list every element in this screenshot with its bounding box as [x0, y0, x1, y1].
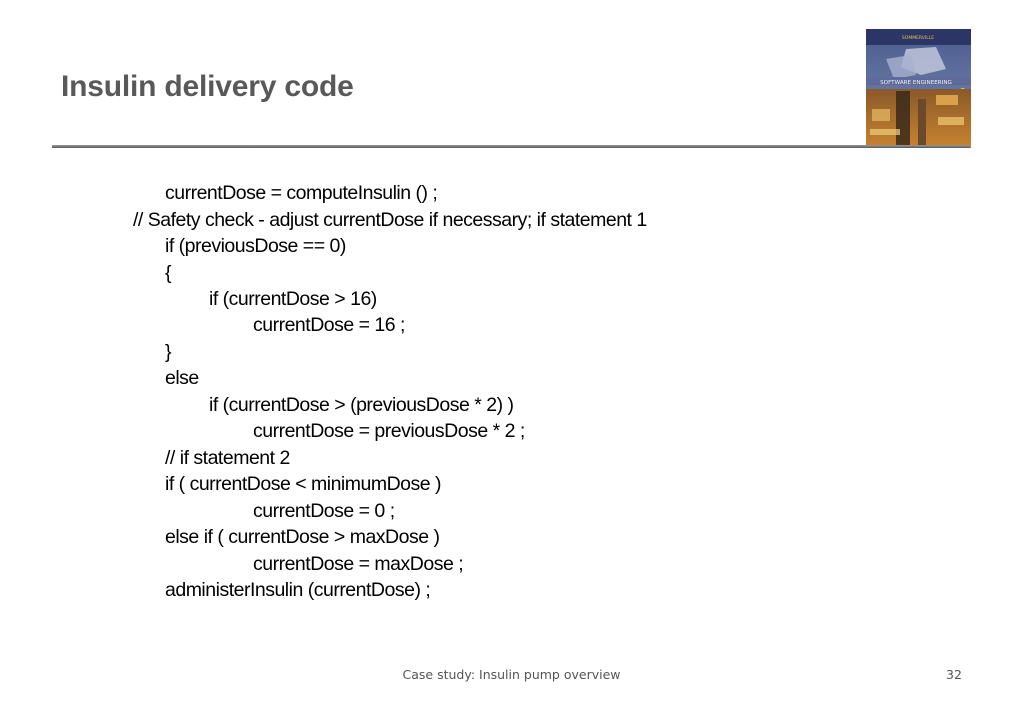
- code-line: if (currentDose > 16): [209, 288, 377, 310]
- code-line: {: [165, 262, 172, 284]
- code-line: else if ( currentDose > maxDose ): [165, 526, 440, 548]
- code-line: currentDose = previousDose * 2 ;: [253, 420, 525, 442]
- code-line: currentDose = computeInsulin () ;: [165, 182, 438, 204]
- book-author-text: SOMMERVILLE: [902, 35, 934, 41]
- page-number: 32: [946, 667, 962, 682]
- code-line: }: [165, 341, 172, 363]
- code-line: if (previousDose == 0): [165, 235, 346, 257]
- code-line: currentDose = 0 ;: [253, 500, 395, 522]
- code-line: if ( currentDose < minimumDose ): [165, 473, 442, 495]
- book-title-text: SOFTWARE ENGINEERING: [880, 80, 952, 86]
- code-line: administerInsulin (currentDose) ;: [165, 579, 431, 601]
- code-line: currentDose = 16 ;: [253, 314, 405, 336]
- code-line: // Safety check - adjust currentDose if …: [133, 209, 647, 231]
- title-divider: [52, 145, 970, 148]
- slide-title: Insulin delivery code: [61, 70, 354, 103]
- book-cover-image: SOMMERVILLE SOFTWARE ENGINEERING 9: [866, 29, 971, 148]
- code-line: else: [165, 367, 199, 389]
- code-line: // if statement 2: [165, 447, 290, 469]
- code-line: currentDose = maxDose ;: [253, 553, 464, 575]
- slide-footer: Case study: Insulin pump overview: [402, 667, 621, 682]
- code-line: if (currentDose > (previousDose * 2) ): [209, 394, 514, 416]
